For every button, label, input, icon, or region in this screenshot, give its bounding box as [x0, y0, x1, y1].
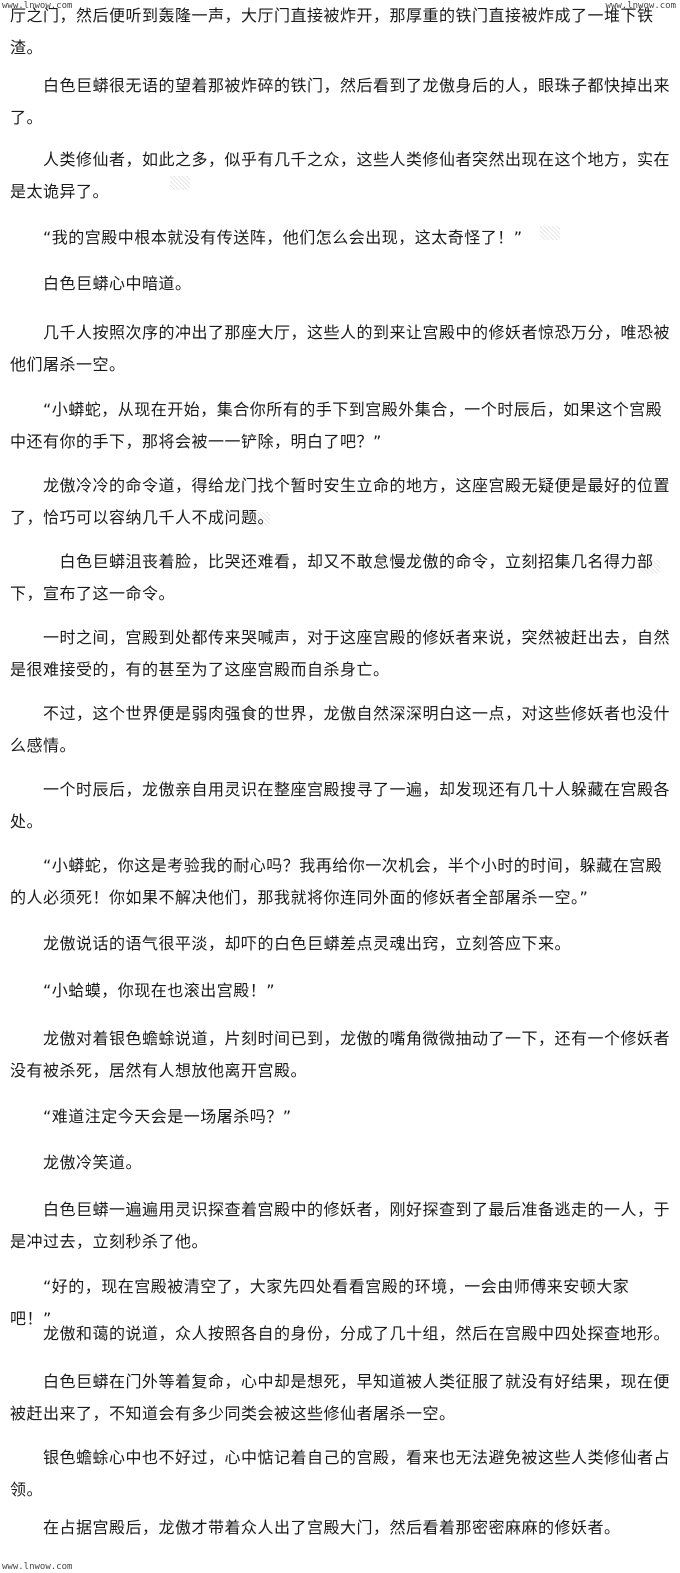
paragraph: 几千人按照次序的冲出了那座大厅，这些人的到来让宫殿中的修妖者惊恐万分，唯恐被他们… — [10, 323, 671, 374]
watermark-top-right: www.lnwow.com — [605, 1, 676, 11]
watermark-bottom-left: www.lnwow.com — [2, 1562, 73, 1572]
paragraph: 龙傲说话的语气很平淡，却吓的白色巨蟒差点灵魂出窍，立刻答应下来。 — [10, 934, 572, 953]
noise-speck-1 — [170, 176, 190, 190]
paragraph: 龙傲冷冷的命令道，得给龙门找个暂时安生立命的地方，这座宫殿无疑便是最好的位置了，… — [10, 476, 671, 527]
paragraph: 白色巨蟒一遍遍用灵识探查着宫殿中的修妖者，刚好探查到了最后准备逃走的一人，于是冲… — [10, 1200, 671, 1251]
paragraph: 银色蟾蜍心中也不好过，心中惦记着自己的宫殿，看来也无法避免被这些人类修仙者占领。 — [10, 1448, 671, 1499]
paragraph: 一时之间，宫殿到处都传来哭喊声，对于这座宫殿的修妖者来说，突然被赶出去，自然是很… — [10, 628, 671, 679]
paragraph: 不过，这个世界便是弱肉强食的世界，龙傲自然深深明白这一点，对这些修妖者也没什么感… — [10, 704, 671, 755]
paragraph: “小蛤蟆，你现在也滚出宫殿！” — [10, 981, 276, 1000]
paragraph: 白色巨蟒沮丧着脸，比哭还难看，却又不敢怠慢龙傲的命令，立刻招集几名得力部下，宣布… — [10, 552, 654, 603]
paragraph: 人类修仙者，如此之多，似乎有几千之众，这些人类修仙者突然出现在这个地方，实在是太… — [10, 150, 671, 201]
paragraph: “难道注定今天会是一场屠杀吗？” — [10, 1107, 292, 1126]
paragraph: 龙傲和蔼的说道，众人按照各自的身份，分成了几十组，然后在宫殿中四处探查地形。 — [10, 1324, 671, 1343]
paragraph: 白色巨蟒心中暗道。 — [10, 274, 192, 293]
noise-speck-3 — [640, 560, 660, 574]
paragraph: 白色巨蟒很无语的望着那被炸碎的铁门，然后看到了龙傲身后的人，眼珠子都快掉出来了。 — [10, 76, 671, 127]
noise-speck-4 — [250, 512, 270, 526]
noise-speck-2 — [540, 226, 560, 240]
paragraph: “我的宫殿中根本就没有传送阵，他们怎么会出现，这太奇怪了！” — [10, 228, 523, 247]
paragraph: 在占据宫殿后，龙傲才带着众人出了宫殿大门，然后看着那密密麻麻的修妖者。 — [10, 1518, 621, 1537]
paragraph: 一个时辰后，龙傲亲自用灵识在整座宫殿搜寻了一遍，却发现还有几十人躲藏在宫殿各处。 — [10, 780, 671, 831]
paragraph: 龙傲对着银色蟾蜍说道，片刻时间已到，龙傲的嘴角微微抽动了一下，还有一个修妖者没有… — [10, 1029, 671, 1080]
paragraph: “小蟒蛇，从现在开始，集合你所有的手下到宫殿外集合，一个时辰后，如果这个宫殿中还… — [10, 400, 663, 451]
paragraph: “小蟒蛇，你这是考验我的耐心吗？我再给你一次机会，半个小时的时间，躲藏在宫殿的人… — [10, 856, 663, 907]
paragraph: 龙傲冷笑道。 — [10, 1153, 143, 1172]
paragraph: 白色巨蟒在门外等着复命，心中却是想死，早知道被人类征服了就没有好结果，现在便被赶… — [10, 1372, 671, 1423]
paragraph: “好的，现在宫殿被清空了，大家先四处看看宫殿的环境，一会由师傅来安顿大家吧！” — [10, 1277, 630, 1328]
watermark-top-left: www.lnwow.com — [2, 1, 73, 11]
paragraph: 厅之门，然后便听到轰隆一声，大厅门直接被炸开，那厚重的铁门直接被炸成了一堆下铁渣… — [10, 6, 654, 57]
